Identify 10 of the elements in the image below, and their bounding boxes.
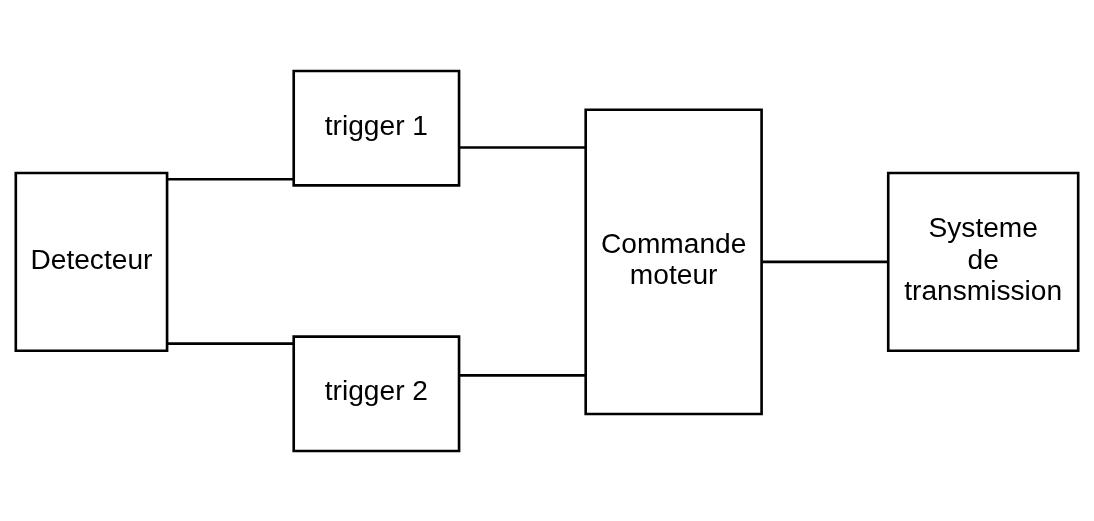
connector bbox=[167, 341, 294, 345]
node-box: trigger 2 bbox=[292, 334, 461, 452]
connector bbox=[459, 373, 586, 377]
node-box: Systeme de transmission bbox=[886, 171, 1080, 352]
node-box: Detecteur bbox=[14, 171, 169, 352]
connector bbox=[762, 260, 888, 263]
connector bbox=[459, 145, 586, 149]
node-box: Commande moteur bbox=[584, 107, 763, 415]
connector bbox=[167, 177, 294, 181]
node-box: trigger 1 bbox=[292, 69, 461, 187]
